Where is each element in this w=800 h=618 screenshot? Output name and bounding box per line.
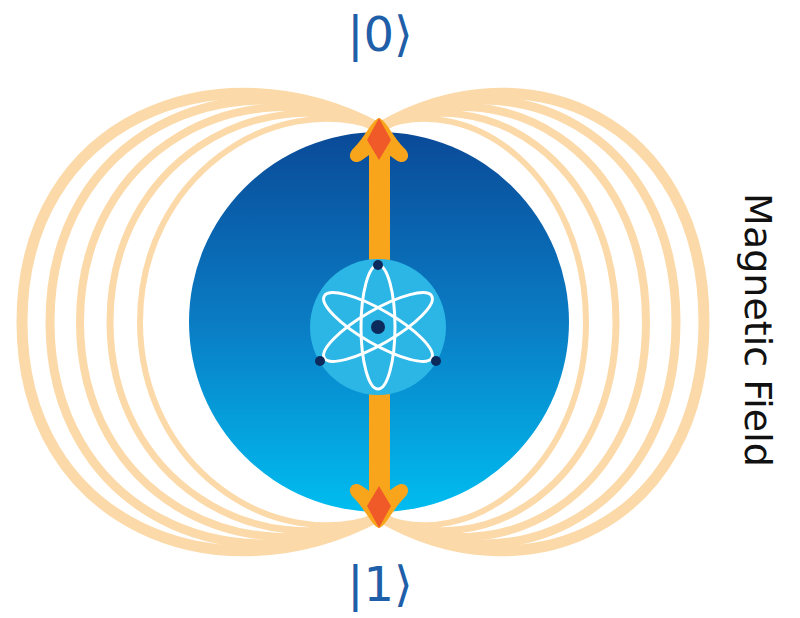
field-lines — [22, 93, 704, 551]
atom-core — [310, 259, 446, 395]
state-label: |1⟩ — [347, 558, 412, 611]
atom-orbits — [316, 265, 440, 389]
arrowhead — [350, 484, 408, 528]
field-label: Magnetic Field — [736, 193, 778, 467]
electrons — [315, 260, 441, 366]
sphere — [189, 132, 569, 512]
arrowhead — [350, 118, 408, 162]
state-label: |0⟩ — [347, 8, 412, 61]
